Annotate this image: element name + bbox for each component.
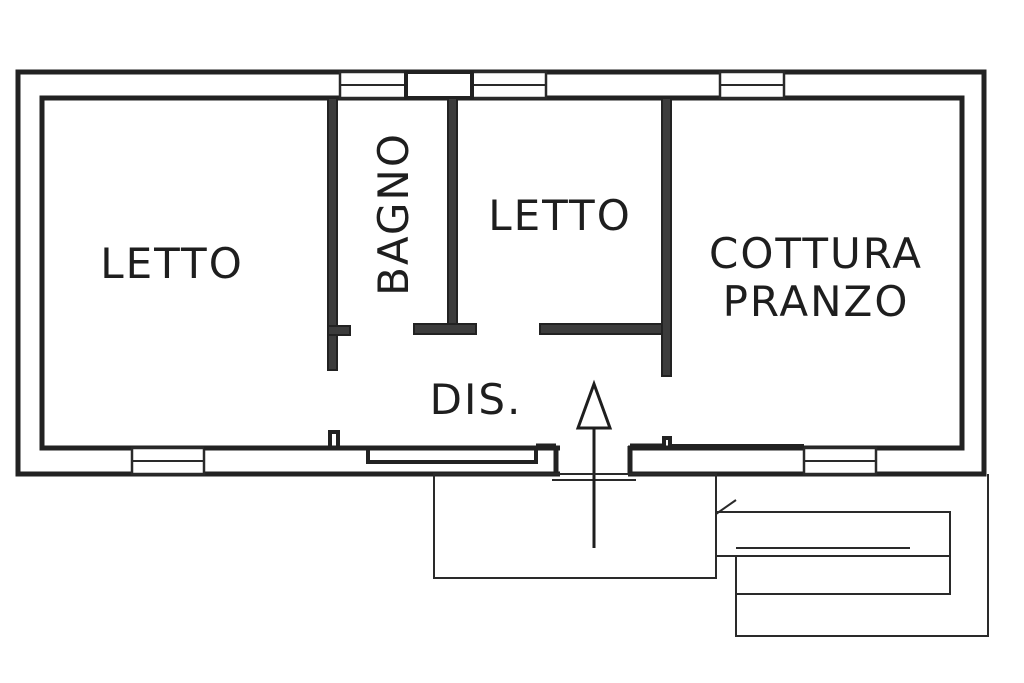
wall-bedroom-kitchen xyxy=(661,97,672,377)
bottom-windows xyxy=(130,446,878,476)
top-windows xyxy=(338,70,786,100)
room-label-kitchen-line2: PRANZO xyxy=(723,277,910,326)
entrance-arrow-icon xyxy=(575,379,613,548)
wall-bedroom-bathroom xyxy=(327,97,338,371)
wall-bedroom-hallway xyxy=(539,323,667,335)
room-label-kitchen-line1: COTTURA xyxy=(709,229,923,278)
room-label-bedroom-left: LETTO xyxy=(100,239,244,288)
interior-walls xyxy=(327,97,672,377)
wall-bathroom-bedroom xyxy=(447,97,458,331)
room-label-bedroom-middle: LETTO xyxy=(488,191,632,240)
room-label-bathroom: BAGNO xyxy=(369,132,418,296)
room-label-hallway: DIS. xyxy=(430,375,523,424)
exterior-terrace xyxy=(433,473,989,637)
bottom-wall-niche xyxy=(204,430,804,464)
